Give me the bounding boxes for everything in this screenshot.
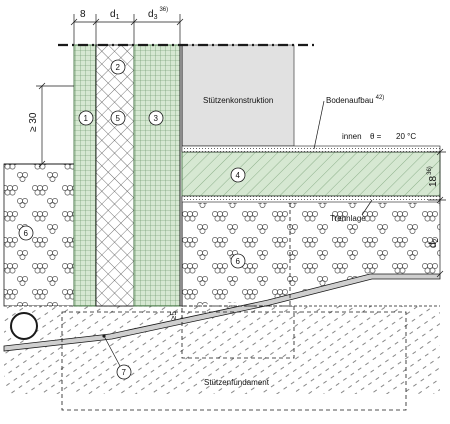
gravel-fill-left: [3, 163, 75, 307]
dim-d2: d2: [428, 238, 440, 248]
label-column-footing: Stützenfundament: [204, 378, 270, 387]
label-inside: innen: [342, 132, 362, 141]
separation-layer: [181, 195, 441, 203]
drain-pipe: [10, 312, 38, 340]
callout-3: 3: [148, 110, 164, 126]
svg-text:6: 6: [236, 257, 241, 266]
svg-text:4: 4: [236, 171, 241, 180]
dim-d3: d336): [148, 7, 168, 21]
callout-5: 5: [110, 110, 126, 126]
callout-7: 7: [102, 334, 132, 380]
label-column-construction: Stützenkonstruktion: [203, 96, 273, 105]
label-separation-layer: Trennlage: [330, 214, 366, 223]
callout-4: 4: [230, 167, 246, 183]
dim-18: 1836): [427, 166, 439, 187]
svg-text:5: 5: [116, 114, 121, 123]
svg-text:7: 7: [122, 368, 127, 377]
svg-text:3: 3: [154, 114, 159, 123]
dim-min-30: ≥ 30: [28, 112, 39, 132]
layer-1: [73, 44, 97, 307]
dim-8: 8: [80, 9, 86, 20]
label-temperature: 20 °C: [396, 132, 416, 141]
gravel-fill-right: [182, 203, 440, 306]
top-dimensions: [70, 14, 184, 45]
label-theta: θ =: [370, 132, 382, 141]
layer-5-insulation: [95, 44, 135, 307]
dim-d1: d1: [110, 9, 120, 21]
floor-build-up: [181, 145, 441, 153]
dim-min-5: ≥5: [169, 311, 178, 320]
floor-slab-4: [181, 151, 441, 197]
callout-6-left: 6: [18, 225, 34, 241]
svg-text:2: 2: [116, 63, 121, 72]
callout-2: 2: [110, 59, 126, 75]
column-construction: [181, 44, 295, 147]
svg-text:1: 1: [84, 114, 89, 123]
layer-3: [133, 44, 181, 307]
svg-text:6: 6: [24, 229, 29, 238]
callout-1: 1: [78, 110, 94, 126]
callout-6-right: 6: [230, 253, 246, 269]
sloped-separation-layer: [3, 273, 441, 352]
soil-area: [4, 306, 440, 394]
column-footing: [61, 311, 407, 411]
